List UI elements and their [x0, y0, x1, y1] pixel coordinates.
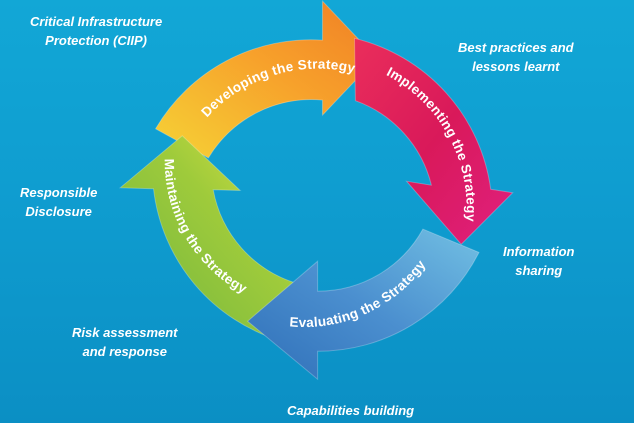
arrow-developing	[154, 0, 378, 159]
label-capabilities: Capabilities building	[287, 401, 414, 420]
arrow-maintaining	[118, 135, 298, 342]
label-capabilities-line1: Capabilities building	[287, 403, 415, 418]
label-responsible-disclosure-line2: Disclosure	[25, 204, 92, 219]
label-best-practices-line2: lessons learnt	[472, 59, 560, 74]
label-best-practices-line1: Best practices and	[458, 40, 574, 55]
label-responsible-disclosure: Responsible Disclosure	[20, 183, 97, 221]
label-risk-assessment-line1: Risk assessment	[72, 325, 178, 340]
label-information-sharing-line2: sharing	[515, 263, 563, 278]
arrow-implementing	[353, 37, 514, 246]
label-ciip-line2: Protection (CIIP)	[45, 33, 148, 48]
label-information-sharing-line1: Information	[503, 244, 575, 259]
arrow-evaluating	[246, 228, 480, 381]
label-ciip: Critical Infrastructure Protection (CIIP…	[30, 12, 162, 50]
label-responsible-disclosure-line1: Responsible	[20, 185, 98, 200]
label-risk-assessment-line2: and response	[82, 344, 168, 359]
label-risk-assessment: Risk assessment and response	[72, 323, 178, 361]
label-information-sharing: Information sharing	[503, 242, 575, 280]
label-ciip-line1: Critical Infrastructure	[30, 14, 163, 29]
label-best-practices: Best practices and lessons learnt	[458, 38, 574, 76]
